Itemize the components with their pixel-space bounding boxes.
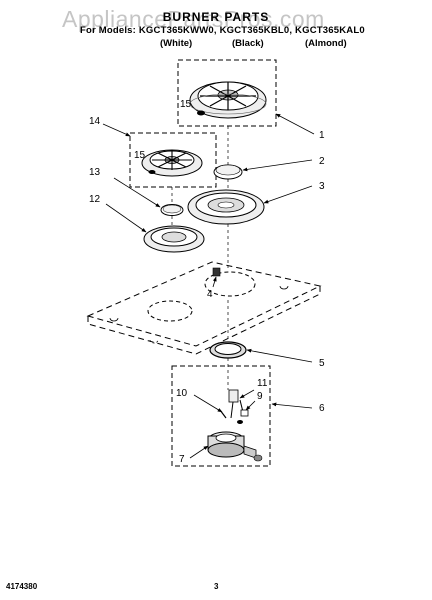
callout-4: 4 xyxy=(207,289,213,300)
callout-2: 2 xyxy=(319,156,325,167)
leader-lines xyxy=(102,113,315,459)
callout-9: 9 xyxy=(257,391,263,402)
callout-15-large: 15 xyxy=(180,99,192,110)
finish-almond: (Almond) xyxy=(305,38,347,49)
cooktop-plate xyxy=(86,261,322,355)
burner-cap-13 xyxy=(160,204,184,216)
callout-3: 3 xyxy=(319,181,325,192)
callout-10: 10 xyxy=(176,388,188,399)
page-title: BURNER PARTS xyxy=(162,10,270,24)
grommet-ring xyxy=(209,341,247,359)
burner-base-small xyxy=(143,225,205,253)
finish-black: (Black) xyxy=(232,38,264,49)
small-burner-assembly xyxy=(129,132,217,188)
burner-base-large xyxy=(187,189,265,225)
alignment-lines xyxy=(171,126,229,390)
callout-1: 1 xyxy=(319,130,325,141)
burner-cap-2 xyxy=(213,164,243,180)
document-number: 4174380 xyxy=(6,582,38,591)
callout-14: 14 xyxy=(89,116,101,127)
callout-12: 12 xyxy=(89,194,101,205)
callout-5: 5 xyxy=(319,358,325,369)
orifice-nut xyxy=(212,267,221,277)
callout-7: 7 xyxy=(179,454,185,465)
models-line: For Models: KGCT365KWW0, KGCT365KBL0, KG… xyxy=(80,25,365,36)
finish-white: (White) xyxy=(160,38,193,49)
callout-numbers: 1 2 3 4 5 6 7 9 10 11 12 13 14 15 15 xyxy=(89,99,325,465)
igniter-assembly xyxy=(171,365,271,467)
large-burner-assembly xyxy=(177,59,277,127)
callout-15-small: 15 xyxy=(134,150,146,161)
callout-6: 6 xyxy=(319,403,325,414)
watermark: AppliancePartsPros.com xyxy=(62,6,325,32)
page-number: 3 xyxy=(214,582,219,591)
callout-11: 11 xyxy=(257,378,268,389)
callout-13: 13 xyxy=(89,167,101,178)
